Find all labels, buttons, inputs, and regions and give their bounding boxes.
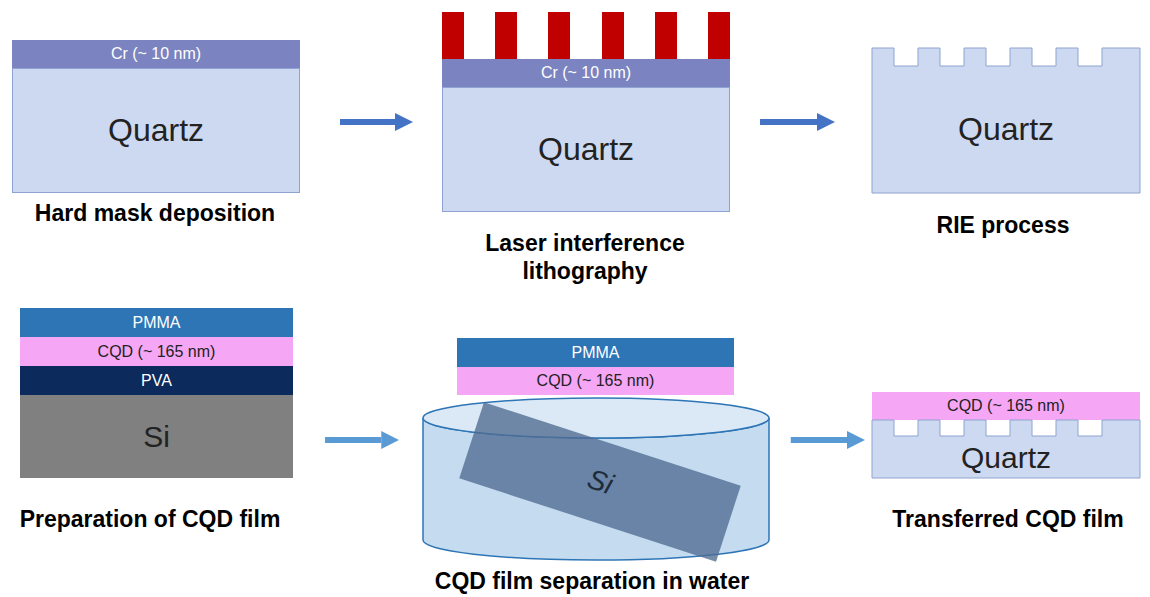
resist-bar [442, 12, 464, 59]
step-caption: Preparation of CQD film [5, 506, 295, 534]
substrate-shape: Quartz [872, 48, 1140, 193]
process-arrow [791, 437, 847, 443]
layer-name: Quartz [538, 132, 634, 167]
layer-name: PMMA [133, 314, 181, 332]
layer-box: PVA [20, 366, 293, 395]
process-arrow [760, 119, 817, 125]
layer-name: Quartz [108, 113, 204, 148]
layer-name: Si [583, 463, 616, 500]
resist-grating [442, 12, 730, 59]
step-caption: CQD film separation in water [392, 568, 792, 596]
layer-box: Si [459, 402, 741, 562]
substrate-shape: Quartz [872, 420, 1140, 478]
layer-box: CQD (~ 165 nm) [457, 367, 734, 395]
layer-name: CQD (~ 165 nm) [947, 397, 1065, 415]
layer-box: CQD (~ 165 nm) [20, 337, 293, 366]
resist-bar [602, 12, 624, 59]
resist-bar [708, 12, 730, 59]
layer-box: Cr (~ 10 nm) [442, 59, 730, 87]
layer-box: PMMA [457, 338, 734, 367]
step-caption: Hard mask deposition [5, 200, 305, 228]
layer-box: Quartz [442, 87, 730, 212]
process-arrow [340, 119, 395, 125]
layer-name: CQD (~ 165 nm) [98, 343, 216, 361]
layer-name: PMMA [572, 344, 620, 362]
etched-quartz [872, 48, 1140, 193]
layer-name: CQD (~ 165 nm) [537, 372, 655, 390]
etched-quartz [872, 420, 1140, 478]
layer-box: CQD (~ 165 nm) [872, 392, 1140, 420]
layer-box: Quartz [12, 68, 300, 193]
step-caption: RIE process [883, 212, 1123, 240]
process-arrow [325, 437, 381, 443]
layer-name: Quartz [961, 441, 1051, 474]
resist-bar [548, 12, 570, 59]
layer-name: Quartz [958, 112, 1054, 147]
step-caption: Laser interference lithography [460, 230, 710, 285]
step-caption: Transferred CQD film [870, 506, 1146, 534]
layer-box: Cr (~ 10 nm) [12, 40, 300, 68]
layer-box: PMMA [20, 308, 293, 337]
resist-bar [495, 12, 517, 59]
layer-name: Cr (~ 10 nm) [541, 64, 631, 82]
layer-name: Cr (~ 10 nm) [111, 45, 201, 63]
layer-name: PVA [141, 372, 172, 390]
layer-box: Si [20, 395, 293, 478]
layer-name: Si [143, 420, 170, 453]
resist-bar [655, 12, 677, 59]
